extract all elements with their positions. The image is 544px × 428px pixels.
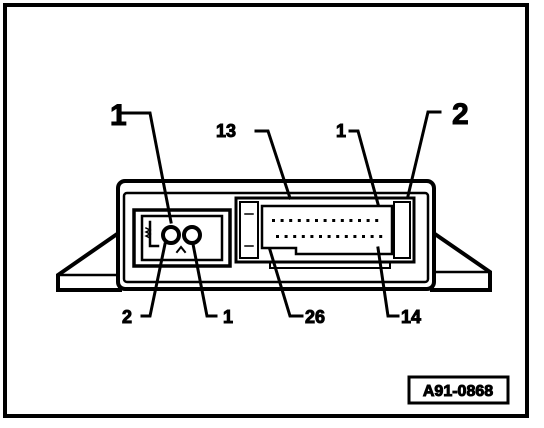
callout-top-right-2: 2 — [452, 98, 469, 131]
pin-dot — [375, 219, 379, 222]
pin-dot — [301, 235, 305, 238]
pin-2-icon — [161, 225, 181, 245]
pin-dot — [272, 219, 275, 222]
pin-dot — [293, 235, 297, 238]
pin-dot — [297, 219, 301, 222]
pin-dot — [379, 235, 383, 238]
pin-dot — [284, 235, 288, 238]
callout-bottom-26: 26 — [305, 307, 325, 327]
pin-dot — [315, 219, 318, 222]
pin-dot — [323, 219, 327, 222]
pin-dot — [349, 219, 353, 222]
reference-code-box — [407, 375, 510, 405]
pin-dot — [319, 235, 322, 238]
pin-dot — [366, 219, 370, 222]
mounting-flange-left — [56, 228, 122, 292]
pin-dot — [306, 219, 310, 222]
callout-bottom-14: 14 — [401, 307, 421, 327]
pin-dot — [358, 219, 361, 222]
pin-dot — [280, 219, 284, 222]
pin-dot — [327, 235, 331, 238]
callout-top-left-1: 1 — [110, 99, 127, 132]
two-pin-connector — [132, 208, 232, 268]
reference-code: A91-0868 — [423, 383, 493, 400]
callout-top-1: 1 — [336, 121, 346, 141]
outer-frame — [3, 3, 529, 418]
callout-top-13: 13 — [216, 121, 236, 141]
pin-rows — [272, 219, 383, 238]
pin-dot — [353, 235, 357, 238]
pin-dot — [336, 235, 340, 238]
pin-dot — [276, 235, 279, 238]
pin-dot — [310, 235, 314, 238]
pin-dot — [362, 235, 365, 238]
twenty-six-pin-connector — [234, 196, 416, 269]
mounting-flange-right — [430, 228, 492, 292]
pin-dot — [289, 219, 293, 222]
pin-dot — [344, 235, 348, 238]
leader-lines — [121, 110, 442, 318]
pin-dot — [340, 219, 344, 222]
callout-bottom-1: 1 — [223, 307, 233, 327]
pin-dot — [332, 219, 336, 222]
callout-bottom-2: 2 — [122, 307, 132, 327]
pin-dot — [370, 235, 374, 238]
